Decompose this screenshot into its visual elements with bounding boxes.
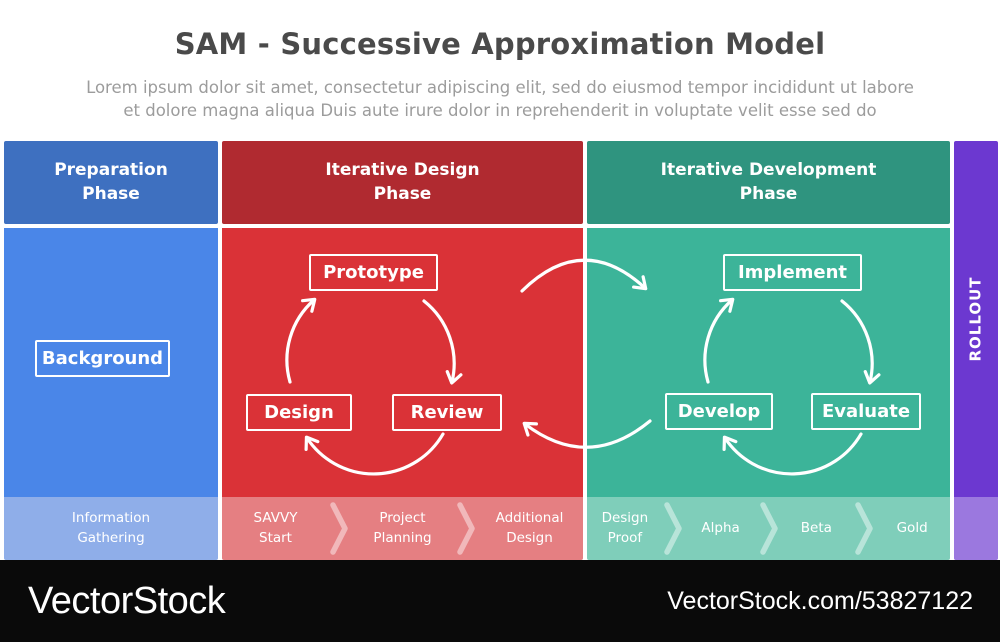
step-information-gathering: Information Gathering [71, 509, 151, 546]
page-subtitle: Lorem ipsum dolor sit amet, consectetur … [86, 78, 914, 121]
rollout-steps-band [954, 497, 998, 560]
iterative-design-phase-column: Iterative Design Phase SAVVY Start Proje… [222, 141, 583, 560]
develop-node: Develop [665, 393, 773, 430]
iterative-development-phase-steps: Design Proof Alpha Beta Gold [587, 497, 950, 560]
step-beta: Beta [800, 519, 832, 536]
vectorstock-logo: VectorStock [28, 579, 226, 622]
prototype-node: Prototype [309, 254, 438, 291]
rollout-title: ROLLOUT [967, 276, 986, 362]
iterative-development-phase-column: Iterative Development Phase Design Proof… [587, 141, 950, 560]
chevron-right-icon [457, 502, 475, 555]
chevron-right-icon [855, 502, 873, 555]
step-additional-design: Additional Design [495, 509, 564, 546]
background-node: Background [35, 340, 170, 377]
preparation-phase-steps: Information Gathering [4, 497, 218, 560]
vectorstock-url: VectorStock.com/53827122 [667, 586, 973, 615]
watermark-bar: VectorStock VectorStock.com/53827122 [0, 560, 1000, 642]
preparation-phase-column: Preparation Phase Information Gathering [4, 141, 218, 560]
rollout-column: ROLLOUT [954, 141, 998, 560]
design-node: Design [246, 394, 352, 431]
preparation-phase-header: Preparation Phase [4, 141, 218, 224]
step-alpha: Alpha [701, 519, 740, 536]
step-design-proof: Design Proof [601, 509, 649, 546]
iterative-development-phase-title: Iterative Development Phase [660, 159, 877, 204]
preparation-phase-title: Preparation Phase [54, 159, 168, 204]
chevron-right-icon [759, 502, 778, 555]
preparation-phase-body [4, 228, 218, 497]
evaluate-node: Evaluate [811, 393, 921, 430]
iterative-design-phase-title: Iterative Design Phase [325, 159, 480, 204]
iterative-design-phase-header: Iterative Design Phase [222, 141, 583, 224]
chevron-right-icon [664, 502, 682, 555]
rollout-label-wrap: ROLLOUT [954, 141, 998, 497]
implement-node: Implement [723, 254, 862, 291]
iterative-design-phase-steps: SAVVY Start Project Planning Additional … [222, 497, 583, 560]
step-gold: Gold [896, 519, 928, 536]
page-title: SAM - Successive Approximation Model [174, 27, 826, 61]
chevron-right-icon [330, 502, 348, 555]
step-savvy-start: SAVVY Start [253, 509, 298, 546]
review-node: Review [392, 394, 502, 431]
iterative-development-phase-header: Iterative Development Phase [587, 141, 950, 224]
step-project-planning: Project Planning [373, 509, 432, 546]
